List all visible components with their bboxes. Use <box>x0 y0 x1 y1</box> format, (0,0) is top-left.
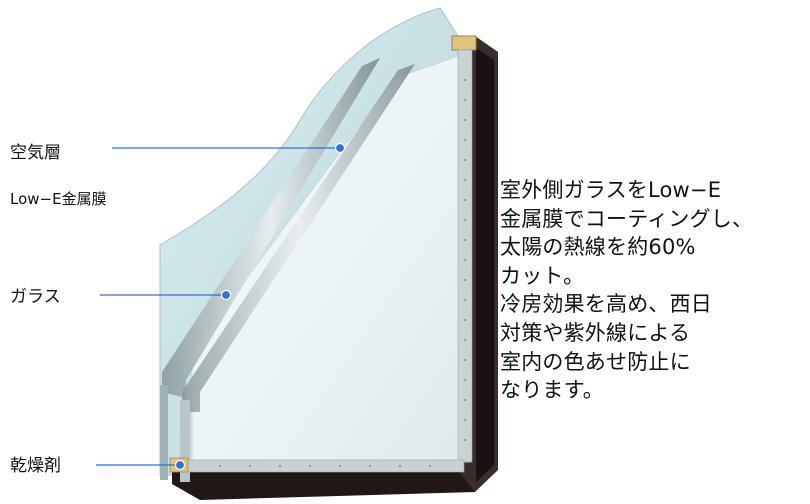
outer-glass-left-edge <box>160 385 168 480</box>
spacer-bottom-dots <box>219 465 431 467</box>
inner-glass-left-edge <box>180 400 190 482</box>
label-air-layer: 空気層 <box>10 143 61 163</box>
spacer-bottom <box>185 459 465 473</box>
description-line: 冷房効果を高め、西日 <box>500 292 712 317</box>
description-text: 室外側ガラスをLow−E 金属膜でコーティングし、 太陽の熱線を約60% カット… <box>500 176 805 405</box>
description-line: 太陽の熱線を約60% <box>500 235 696 260</box>
label-glass: ガラス <box>10 287 61 307</box>
leader-air-layer-dot <box>334 142 346 154</box>
description-line: 室内の色あせ防止に <box>500 349 691 374</box>
spacer-dots <box>464 79 466 441</box>
spacer-top <box>451 35 477 51</box>
description-line: 対策や紫外線による <box>500 320 691 345</box>
description-line: カット。 <box>500 263 585 288</box>
frame-right-dark <box>476 48 494 482</box>
leader-lines <box>96 142 346 471</box>
leader-desiccant-dot <box>174 459 186 471</box>
outer-glass-edge <box>162 58 380 398</box>
description-line: なります。 <box>500 378 604 403</box>
inner-glass-edge <box>182 64 415 412</box>
frame-bottom <box>172 470 475 500</box>
description-line: 金属膜でコーティングし、 <box>500 206 754 231</box>
label-lowe-film: Low−E金属膜 <box>10 190 107 208</box>
label-desiccant: 乾燥剤 <box>10 456 61 476</box>
spacer-right <box>457 49 473 463</box>
description-line: 室外側ガラスをLow−E <box>500 178 722 202</box>
leader-glass-dot <box>220 289 232 301</box>
